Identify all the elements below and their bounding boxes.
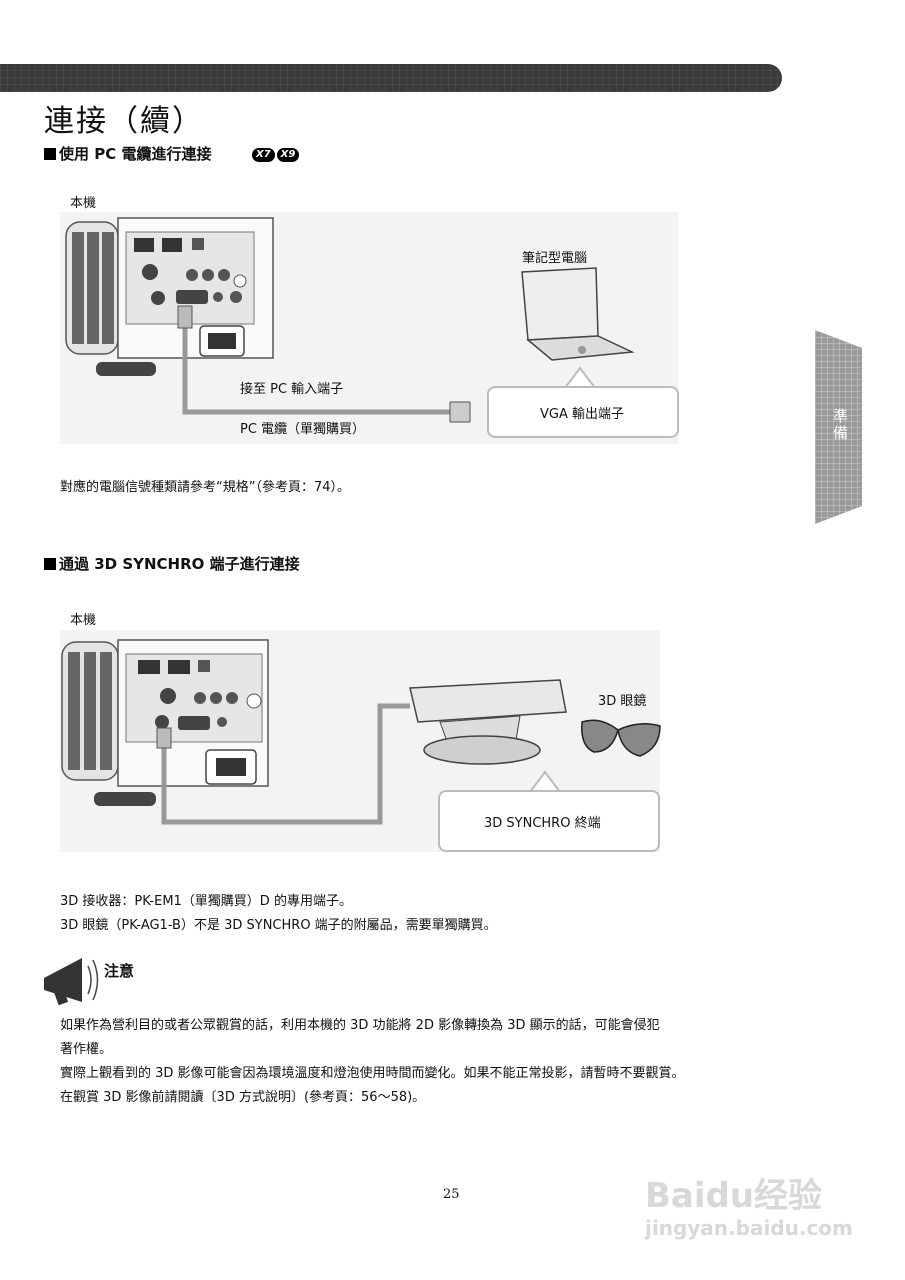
- laptop-icon: [521, 267, 635, 361]
- vga-callout: [487, 386, 679, 438]
- caution-line-4: 在觀賞 3D 影像前請閱讀〔3D 方式說明〕(參考頁：56～58)。: [60, 1090, 426, 1105]
- projector-rear-panel-icon-2: [61, 639, 269, 806]
- watermark-url: jingyan.baidu.com: [645, 1216, 853, 1240]
- 3d-cable-plug: [156, 727, 172, 749]
- model-badges: X7 X9: [252, 148, 300, 162]
- caution-line-3: 實際上觀看到的 3D 影像可能會因為環境溫度和燈泡使用時間而變化。如果不能正常投…: [60, 1066, 685, 1081]
- vga-output-label: VGA 輸出端子: [540, 407, 624, 422]
- section-pc-heading: 使用 PC 電纜進行連接: [44, 143, 211, 164]
- caution-line-1: 如果作為營利目的或者公眾觀賞的話，利用本機的 3D 功能將 2D 影像轉換為 3…: [60, 1018, 660, 1033]
- pc-cable-plug-left: [177, 305, 193, 329]
- 3d-synchro-cable: [161, 703, 410, 825]
- pc-cable-plug-right: [449, 401, 471, 423]
- square-bullet-icon-2: [44, 558, 56, 570]
- square-bullet-icon: [44, 148, 56, 160]
- projector-rear-panel-icon: [65, 217, 274, 376]
- 3d-note-2: 3D 眼鏡（PK-AG1-B）不是 3D SYNCHRO 端子的附屬品，需要單獨…: [60, 918, 497, 933]
- caution-line-2: 著作權。: [60, 1042, 113, 1057]
- watermark-brand: Baidu经验: [645, 1176, 823, 1216]
- side-tab-label: 準備: [831, 408, 849, 442]
- pc-cable: [182, 310, 452, 415]
- megaphone-icon: [44, 958, 99, 1006]
- model-badge-x9: X9: [276, 148, 300, 162]
- pc-input-port-label: 接至 PC 輸入端子: [240, 382, 344, 397]
- 3d-glasses-icon: [581, 719, 661, 757]
- section-3d-heading-text: 通過 3D SYNCHRO 端子進行連接: [59, 555, 300, 573]
- pc-note: 對應的電腦信號種類請參考“規格”（參考頁：74）。: [60, 480, 351, 495]
- page-title: 連接（續）: [44, 104, 204, 139]
- 3d-synchro-label: 3D SYNCHRO 終端: [484, 816, 601, 831]
- 3d-unit-label: 本機: [70, 613, 97, 628]
- 3d-note-1: 3D 接收器：PK-EM1（單獨購買）D 的專用端子。: [60, 894, 352, 909]
- synchro-callout: [438, 790, 660, 852]
- side-tab: [815, 330, 862, 524]
- 3d-glasses-label: 3D 眼鏡: [598, 694, 647, 709]
- 3d-emitter-icon: [409, 679, 567, 765]
- top-decorative-bar: [0, 64, 782, 92]
- section-3d-heading: 通過 3D SYNCHRO 端子進行連接: [44, 553, 300, 574]
- pc-unit-label: 本機: [70, 196, 97, 211]
- page-number: 25: [443, 1187, 460, 1202]
- model-badge-x7: X7: [252, 148, 275, 162]
- caution-title: 注意: [104, 962, 135, 980]
- section-pc-heading-text: 使用 PC 電纜進行連接: [59, 145, 212, 163]
- laptop-label: 筆記型電腦: [522, 251, 588, 266]
- pc-cable-label: PC 電纜（單獨購買）: [240, 422, 366, 437]
